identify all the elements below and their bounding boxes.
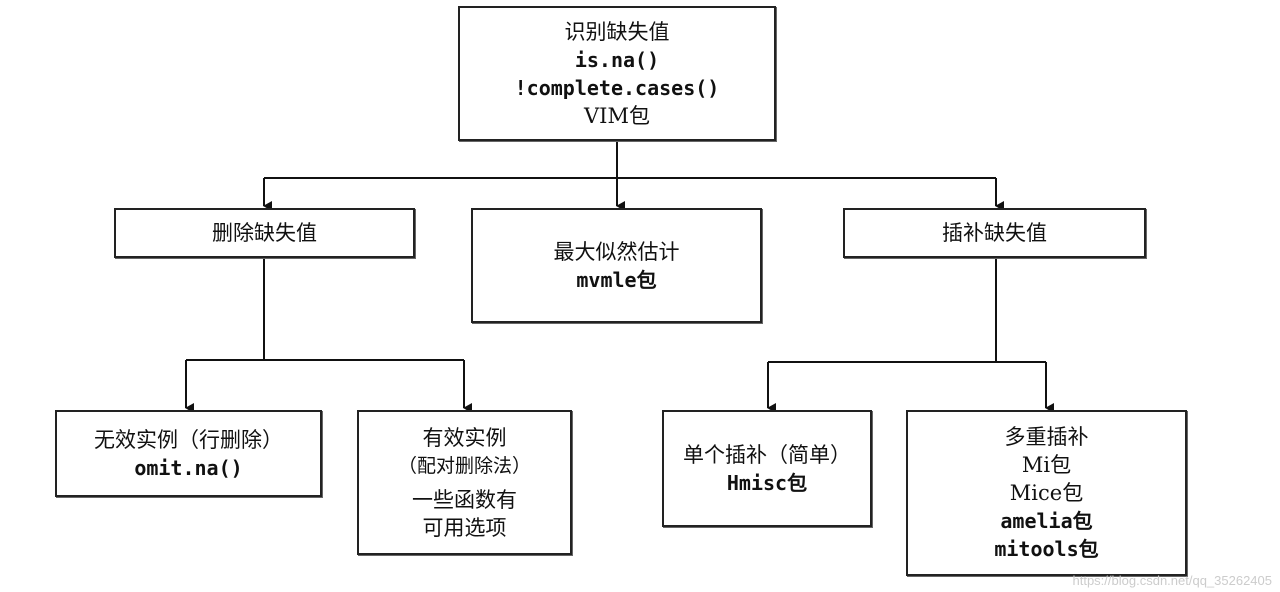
pairwise-note-2: 可用选项 — [422, 515, 507, 540]
identify-func-isna: is.na() — [574, 47, 660, 72]
single-imputation-box: 单个插补（简单） Hmisc包 — [662, 410, 872, 527]
pairwise-title: 有效实例 — [422, 425, 507, 450]
identify-pkg: VIM包 — [584, 103, 650, 128]
listwise-deletion-box: 无效实例（行删除） omit.na() — [55, 410, 322, 497]
multiple-imputation-box: 多重插补 Mi包 Mice包 amelia包 mitools包 — [906, 410, 1187, 576]
listwise-title: 无效实例（行删除） — [94, 427, 283, 452]
impute-missing-box: 插补缺失值 — [843, 208, 1146, 258]
mle-pkg: mvmle包 — [576, 267, 657, 292]
mle-title: 最大似然估计 — [553, 239, 680, 264]
multiple-title: 多重插补 — [1004, 425, 1089, 449]
pairwise-subtitle: （配对删除法） — [397, 454, 531, 477]
multiple-pkg-amelia: amelia包 — [1000, 509, 1093, 533]
pairwise-deletion-box: 有效实例 （配对删除法） 一些函数有 可用选项 — [357, 410, 572, 555]
mle-box: 最大似然估计 mvmle包 — [471, 208, 762, 323]
watermark: https://blog.csdn.net/qq_35262405 — [1072, 573, 1273, 588]
identify-title: 识别缺失值 — [564, 19, 670, 44]
pairwise-note-1: 一些函数有 — [412, 487, 517, 512]
single-pkg: Hmisc包 — [726, 470, 808, 495]
multiple-pkg-mitools: mitools包 — [994, 537, 1099, 561]
delete-missing-box: 删除缺失值 — [114, 208, 415, 258]
identify-missing-box: 识别缺失值 is.na() !complete.cases() VIM包 — [458, 6, 776, 141]
delete-title: 删除缺失值 — [212, 221, 317, 245]
identify-func-complete-cases: !complete.cases() — [514, 75, 720, 100]
listwise-func: omit.na() — [134, 455, 243, 480]
single-title: 单个插补（简单） — [683, 442, 851, 467]
multiple-pkg-mi: Mi包 — [1021, 453, 1072, 477]
multiple-pkg-mice: Mice包 — [1009, 481, 1084, 505]
impute-title: 插补缺失值 — [942, 221, 1047, 245]
